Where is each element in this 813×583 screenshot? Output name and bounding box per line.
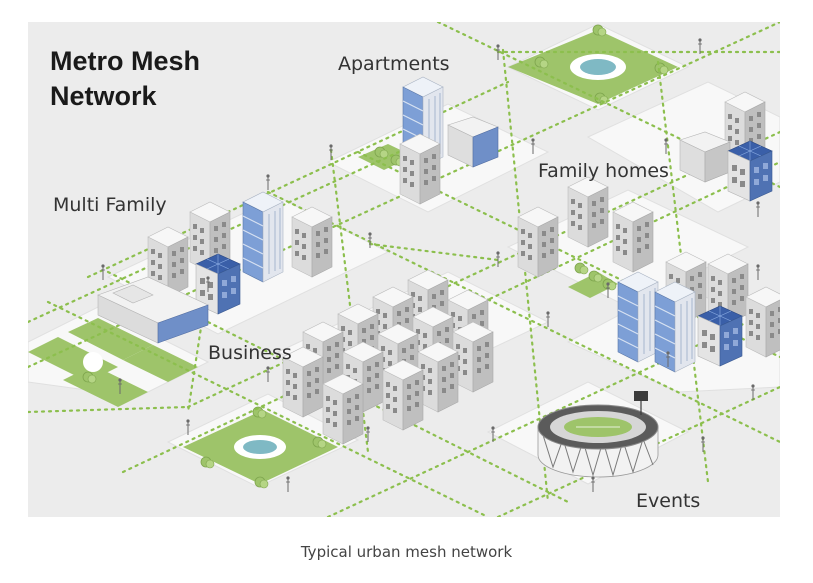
label-events: Events xyxy=(636,490,700,512)
label-apartments: Apartments xyxy=(338,53,450,75)
diagram-title-line1: Metro Mesh xyxy=(50,46,200,76)
label-family-homes: Family homes xyxy=(538,160,669,182)
multi-family-cluster xyxy=(97,191,333,344)
figure-caption: Typical urban mesh network xyxy=(300,543,513,561)
apartments-cluster xyxy=(399,76,499,205)
stadium-icon xyxy=(537,391,659,478)
label-business: Business xyxy=(208,342,292,364)
label-multi-family: Multi Family xyxy=(53,194,167,216)
metro-mesh-diagram: Metro Mesh Network Apartments Family hom… xyxy=(28,22,780,517)
diagram-title-line2: Network xyxy=(50,81,158,111)
family-homes-cluster xyxy=(517,91,780,373)
